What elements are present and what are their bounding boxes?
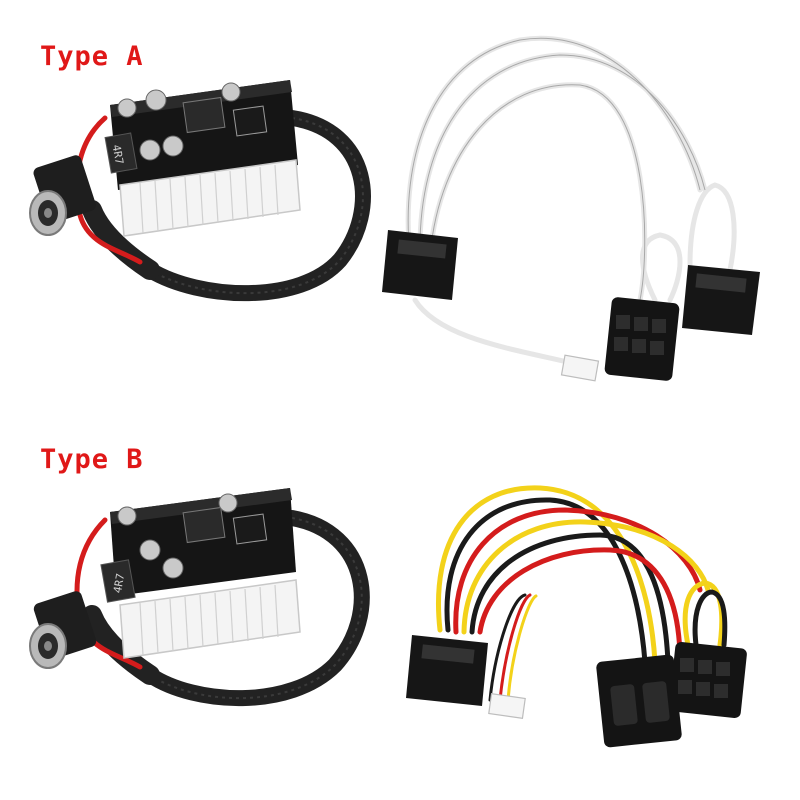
dc-input-cable <box>74 110 371 302</box>
jst-connector <box>560 354 600 382</box>
atx-24-pin-connector <box>119 579 301 659</box>
atx-24-pin-connector <box>119 159 301 237</box>
pcie-8-pin-connector <box>669 642 747 718</box>
jst-connector <box>488 693 526 719</box>
sata-connector <box>406 635 488 706</box>
dc-jack <box>29 155 96 236</box>
dc-jack <box>29 591 97 669</box>
panel-type-b: 4R7 <box>0 400 800 800</box>
pico-psu-board: 4R7 <box>100 488 296 603</box>
pico-psu-board: 4R7 <box>104 80 298 190</box>
pcie-8-pin-connector <box>604 297 680 381</box>
colored-wire-harness <box>436 485 728 702</box>
type-a-label: Type A <box>40 41 144 72</box>
type-b-label: Type B <box>40 444 144 475</box>
inductor-mark: 4R7 <box>110 144 126 166</box>
sata-connector-right <box>682 265 760 335</box>
inductor-mark: 4R7 <box>111 572 127 594</box>
molex-connector <box>596 654 682 748</box>
type-a-illustration: 4R7 <box>29 35 760 382</box>
panel-type-a: 4R7 <box>29 35 760 382</box>
sata-connector-left <box>382 230 458 300</box>
white-wire-outline <box>407 37 706 301</box>
type-b-illustration: 4R7 <box>29 485 747 748</box>
